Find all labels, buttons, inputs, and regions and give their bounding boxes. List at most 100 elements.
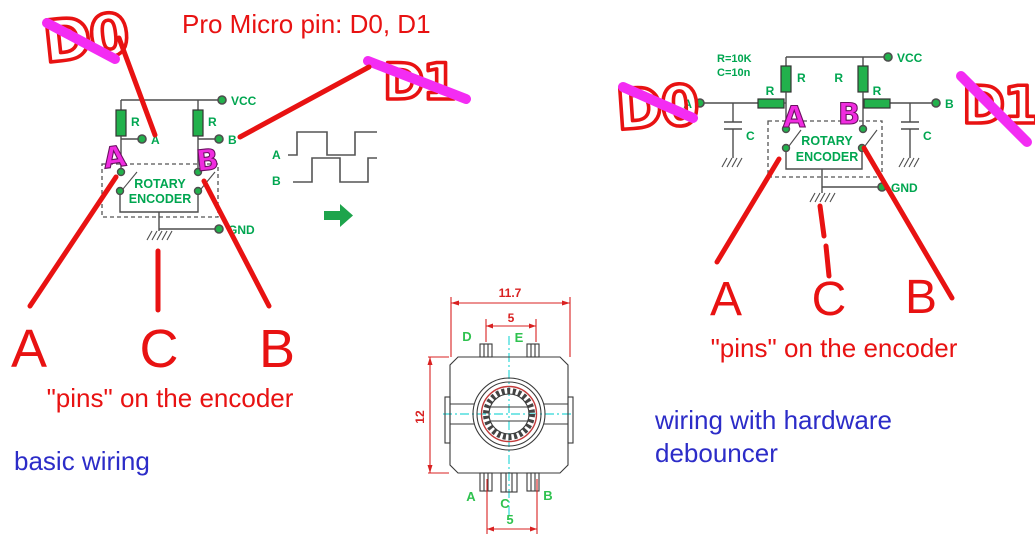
- encoder-b-marker-left: B: [195, 142, 221, 178]
- pin-b-terminal: [931, 98, 941, 108]
- shaft-knurl: [483, 388, 535, 440]
- ground-symbol: [721, 157, 743, 168]
- pin-a-label: A: [466, 489, 476, 504]
- encoder-name-1: ROTARY: [801, 134, 853, 148]
- pointer-pin-b-left: [201, 178, 272, 309]
- pointer-pin-b-right: [861, 145, 955, 301]
- gnd-terminal: [214, 224, 224, 234]
- pin-letter-a-left: A: [11, 319, 47, 379]
- capacitor-label: C: [746, 129, 755, 143]
- encoder-pin-a: [781, 124, 791, 134]
- direction-arrow-icon: [324, 204, 353, 227]
- resistor: [780, 65, 792, 93]
- encoder-b-marker-right: B: [838, 97, 860, 131]
- dim-width-value: 11.7: [499, 286, 522, 300]
- series-resistor: [863, 98, 891, 109]
- pin-a-shape: [479, 472, 493, 492]
- dimension-top-span: 5: [485, 311, 537, 342]
- ground-symbol: [146, 230, 173, 241]
- pin-c-label: C: [500, 496, 510, 511]
- pins-caption-right: "pins" on the encoder: [711, 333, 958, 363]
- resistor-label: R: [131, 115, 140, 129]
- pins-caption-left: "pins" on the encoder: [47, 383, 294, 413]
- encoder-pin-b: [858, 124, 868, 134]
- pin-b-terminal: [214, 134, 224, 144]
- d0-left-strikethrough: [42, 18, 120, 64]
- pointer-d1-to-b: [237, 64, 372, 140]
- resistor-label: R: [208, 115, 217, 129]
- resistor: [115, 109, 127, 137]
- shaft-outer: [472, 377, 546, 451]
- series-resistor: [757, 98, 785, 109]
- shaft-inner: [488, 393, 530, 435]
- waveform-diagram: A B: [272, 131, 377, 227]
- dim-top-span-value: 5: [508, 311, 515, 325]
- pin-letter-b-right: B: [905, 271, 937, 324]
- side-tab: [567, 396, 574, 444]
- left-schematic: VCC R R A B ROTARY ENCODER GND: [101, 94, 257, 241]
- d1-left-strikethrough: [363, 56, 471, 104]
- vcc-label: VCC: [231, 94, 257, 108]
- mechanical-drawing: D E A C B 11.7 5: [413, 286, 574, 534]
- d1-right-strikethrough: [956, 71, 1032, 147]
- dim-bottom-span-value: 5: [506, 512, 513, 527]
- pin-e-shape: [526, 343, 540, 358]
- pin-d-shape: [479, 343, 493, 358]
- encoder-name-1: ROTARY: [134, 177, 186, 191]
- r-value-label: R=10K: [717, 53, 752, 65]
- resistor: [192, 109, 204, 137]
- side-tab: [444, 396, 451, 444]
- encoder-name-2: ENCODER: [796, 150, 859, 164]
- vcc-label: VCC: [897, 51, 923, 65]
- switch-lever: [864, 129, 878, 147]
- encoder-a-marker-left: A: [101, 139, 129, 176]
- dim-height-value: 12: [413, 410, 427, 424]
- switch-lever: [788, 129, 802, 147]
- right-schematic: R=10K C=10n VCC R R A R C: [683, 51, 954, 203]
- vcc-terminal: [883, 52, 893, 62]
- resistor: [857, 65, 869, 93]
- pin-c-shape: [500, 472, 518, 493]
- dimension-width: 11.7: [450, 286, 571, 357]
- pin-a-terminal: [137, 134, 147, 144]
- waveform-a-trace: [288, 131, 377, 156]
- switch-lever: [200, 171, 216, 190]
- c-value-label: C=10n: [717, 67, 751, 79]
- gnd-label: GND: [891, 181, 918, 195]
- pin-b-shape: [526, 472, 540, 492]
- dimension-bottom-span: 5: [486, 479, 538, 534]
- pointer-d0-to-a: [116, 35, 158, 138]
- right-diagram-caption-1: wiring with hardware: [654, 405, 892, 435]
- capacitor-label: C: [923, 129, 932, 143]
- pin-d-label: D: [462, 329, 471, 344]
- gnd-label: GND: [228, 223, 255, 237]
- resistor-label: R: [766, 84, 775, 98]
- pointer-pin-a-left: [27, 174, 119, 309]
- waveform-b-label: B: [272, 174, 281, 188]
- encoder-pin-b: [193, 167, 203, 177]
- shaft-red-ring: [480, 385, 538, 443]
- pointer-pin-c-right-2: [823, 243, 832, 279]
- pin-a-label: A: [683, 97, 692, 111]
- switch-lever: [122, 171, 138, 190]
- resistor-label: R: [797, 71, 806, 85]
- pin-a-label: A: [151, 133, 160, 147]
- page-title: Pro Micro pin: D0, D1: [182, 9, 431, 39]
- pin-letter-a-right: A: [710, 273, 742, 326]
- pin-letter-b-left: B: [259, 319, 295, 379]
- vcc-terminal: [217, 95, 227, 105]
- pin-b-label: B: [945, 97, 954, 111]
- ground-symbol: [809, 192, 836, 203]
- resistor-label: R: [873, 84, 882, 98]
- annotations: Pro Micro pin: D0, D1 D0 D1 D0 D1 A B A …: [11, 0, 1035, 476]
- pin-b-label: B: [543, 488, 552, 503]
- encoder-a-marker-right: A: [783, 100, 806, 134]
- pointer-pin-c-right-1: [817, 203, 827, 239]
- waveform-a-label: A: [272, 148, 281, 162]
- waveform-b-trace: [293, 157, 377, 183]
- right-diagram-caption-2: debouncer: [655, 438, 778, 468]
- d0-right-strikethrough: [618, 82, 698, 123]
- encoder-outline: [101, 163, 219, 218]
